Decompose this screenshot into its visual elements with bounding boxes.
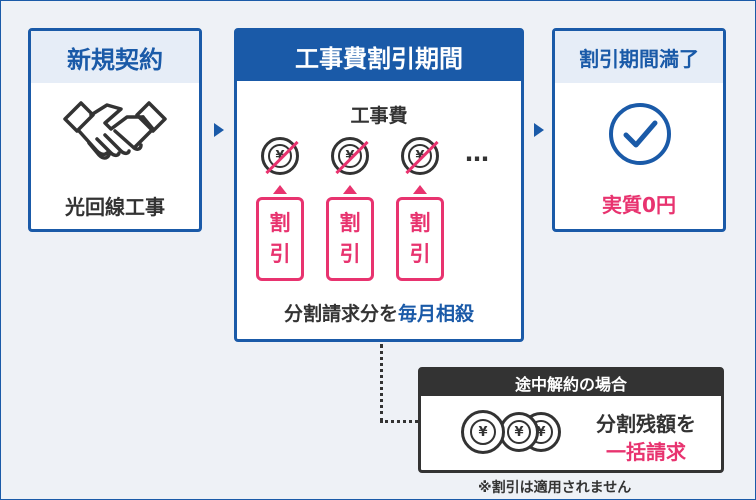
handshake-icon (63, 101, 167, 160)
offset-caption: 分割請求分を毎月相殺 (283, 303, 475, 325)
arrow-right-icon (214, 123, 224, 137)
ellipsis: … (465, 139, 493, 167)
fee-label: 工事費 (350, 105, 408, 127)
lump-sum-caption: 一括請求 (606, 440, 686, 464)
step-discount-period: 工事費割引期間 工事費 ¥ ¥ ¥ … 割引 割引 割引 分割請求分を毎月相殺 (234, 28, 524, 342)
yen-coin-icon: ¥ (461, 410, 505, 454)
yen-coin-icon: ¥ (331, 137, 369, 175)
dotted-connector (380, 344, 383, 422)
discount-card: 割引 (326, 197, 374, 281)
step-period-end-title: 割引期間満了 (555, 31, 723, 83)
discount-card: 割引 (256, 197, 304, 281)
remaining-balance-caption: 分割残額を (596, 412, 696, 436)
yen-coin-icon: ¥ (261, 137, 299, 175)
step-new-contract-caption: 光回線工事 (65, 195, 165, 219)
discount-card: 割引 (396, 197, 444, 281)
step-discount-period-title: 工事費割引期間 (237, 31, 521, 81)
early-cancellation-title: 途中解約の場合 (421, 370, 721, 396)
up-arrow-icon (273, 185, 287, 194)
yen-coin-icon: ¥ (499, 412, 539, 452)
up-arrow-icon (343, 185, 357, 194)
early-cancellation-box: 途中解約の場合 ¥ ¥ ¥ 分割残額を 一括請求 (418, 367, 724, 473)
up-arrow-icon (413, 185, 427, 194)
effective-zero-caption: 実質0円 (602, 193, 676, 217)
step-new-contract: 新規契約 光回線工事 (28, 28, 202, 232)
dotted-connector (380, 420, 418, 423)
discount-not-applied-note: ※割引は適用されません (478, 480, 632, 496)
step-period-end: 割引期間満了 実質0円 (552, 28, 726, 232)
checkmark-icon (609, 103, 671, 165)
arrow-right-icon (534, 123, 544, 137)
step-new-contract-title: 新規契約 (31, 31, 199, 83)
yen-coin-icon: ¥ (401, 137, 439, 175)
